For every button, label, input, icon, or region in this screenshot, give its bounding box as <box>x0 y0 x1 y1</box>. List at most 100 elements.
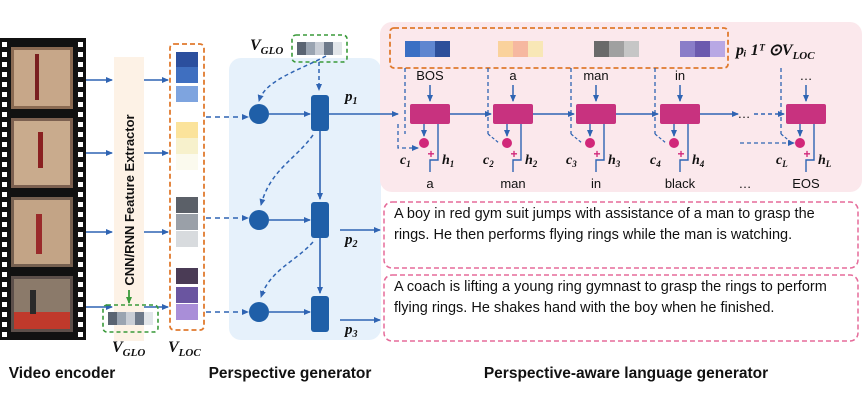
film-sprocket <box>78 132 83 137</box>
language-generator-panel <box>380 22 862 192</box>
weighted-feature-cell <box>420 41 435 57</box>
film-sprocket <box>2 132 7 137</box>
p3-label: p3 <box>343 322 358 340</box>
plus-icon: + <box>593 147 600 161</box>
film-sprocket <box>2 182 7 187</box>
video-film-strip <box>0 38 86 340</box>
lstm-cell <box>786 104 826 124</box>
film-sprocket <box>78 52 83 57</box>
film-sprocket <box>2 62 7 67</box>
film-sprocket <box>78 312 83 317</box>
input-word: a <box>509 68 517 83</box>
sentence-text-1: A boy in red gym suit jumps with assista… <box>394 206 815 243</box>
film-sprocket <box>78 92 83 97</box>
film-sprocket <box>78 252 83 257</box>
film-sprocket <box>2 162 7 167</box>
plus-icon: + <box>510 147 517 161</box>
lstm-cell <box>493 104 533 124</box>
global-feature-cell <box>126 312 135 325</box>
film-sprocket <box>78 162 83 167</box>
local-feature-cell <box>176 86 198 102</box>
feature-extractor-label: CNN/RNN Feature Extractor <box>122 114 137 285</box>
film-sprocket <box>78 212 83 217</box>
film-sprocket <box>2 142 7 147</box>
global-feature-cell <box>108 312 117 325</box>
lstm-cell <box>660 104 700 124</box>
gate-node <box>419 138 429 148</box>
p2-label: p2 <box>343 232 358 250</box>
film-sprocket <box>2 242 7 247</box>
film-sprocket <box>2 122 7 127</box>
hidden-state-label: h1 <box>442 153 454 169</box>
film-sprocket <box>78 172 83 177</box>
local-feature-cell <box>176 304 198 320</box>
film-sprocket <box>78 242 83 247</box>
film-sprocket <box>2 312 7 317</box>
film-sprocket <box>78 332 83 337</box>
film-sprocket <box>2 282 7 287</box>
film-sprocket <box>78 182 83 187</box>
global-feature-cell <box>306 42 315 55</box>
global-feature-cell <box>315 42 324 55</box>
perspective-generator-panel <box>229 58 381 340</box>
attention-node-3 <box>249 302 269 322</box>
perspective-lstm-2 <box>311 202 329 238</box>
formula-label: pᵢ 1ᵀ ⊙VLOC <box>734 42 815 62</box>
film-sprocket <box>2 212 7 217</box>
input-word: BOS <box>416 68 444 83</box>
film-sprocket <box>78 112 83 117</box>
attention-node-1 <box>249 104 269 124</box>
cell-state-label: c3 <box>566 153 577 169</box>
local-feature-stack <box>176 52 198 320</box>
film-sprocket <box>78 222 83 227</box>
local-feature-cell <box>176 154 198 170</box>
film-sprocket <box>78 82 83 87</box>
film-sprocket <box>2 232 7 237</box>
hidden-state-label: h2 <box>525 153 538 169</box>
weighted-feature-cell <box>528 41 543 57</box>
local-feature-cell <box>176 197 198 213</box>
film-sprocket <box>2 322 7 327</box>
local-feature-cell <box>176 52 198 68</box>
film-sprocket <box>2 112 7 117</box>
weighted-feature-cell <box>609 41 624 57</box>
output-word: … <box>739 176 752 191</box>
attention-node-2 <box>249 210 269 230</box>
vglo-label-perspective: VGLO <box>250 37 283 57</box>
weighted-feature-box <box>389 27 729 69</box>
film-sprocket <box>2 72 7 77</box>
film-sprocket <box>78 202 83 207</box>
plus-icon: + <box>803 147 810 161</box>
local-feature-cell <box>176 231 198 247</box>
sentence-box-1 <box>383 201 859 269</box>
film-sprocket <box>2 52 7 57</box>
local-feature-cell <box>176 122 198 138</box>
video-encoder-title: Video encoder <box>9 365 116 382</box>
film-sprocket <box>78 122 83 127</box>
gate-node <box>502 138 512 148</box>
film-sprocket <box>78 322 83 327</box>
global-feature-cell <box>324 42 333 55</box>
local-feature-cell <box>176 138 198 154</box>
global-feature-box-encoder <box>102 304 159 333</box>
output-word: man <box>500 176 525 191</box>
local-feature-cell <box>176 214 198 230</box>
cell-state-label: c2 <box>483 153 494 169</box>
perspective-generator-title: Perspective generator <box>209 365 372 382</box>
film-sprocket <box>2 172 7 177</box>
vglo-label-encoder: VGLO <box>112 339 145 359</box>
film-sprocket <box>78 42 83 47</box>
film-sprocket <box>78 142 83 147</box>
weighted-feature-cell <box>695 41 710 57</box>
plus-icon: + <box>677 147 684 161</box>
film-sprocket <box>2 272 7 277</box>
film-sprocket <box>78 262 83 267</box>
weighted-feature-cell <box>513 41 528 57</box>
film-sprocket <box>78 292 83 297</box>
global-feature-cell <box>333 42 342 55</box>
perspective-lstm-1 <box>311 95 329 131</box>
local-feature-cell <box>176 287 198 303</box>
cell-state-label: c1 <box>400 153 411 169</box>
film-sprocket <box>2 222 7 227</box>
